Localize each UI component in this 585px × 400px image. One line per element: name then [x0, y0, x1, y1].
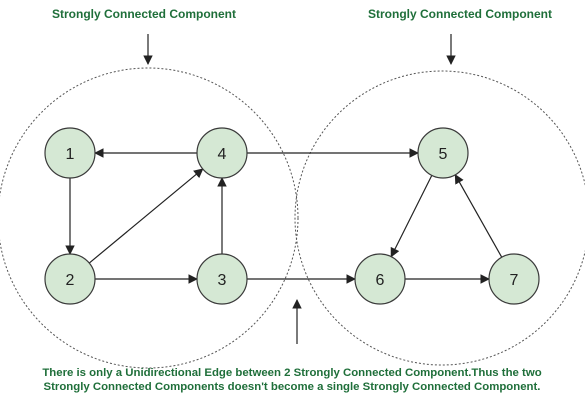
node-1: 1 [44, 127, 96, 179]
node-circle [196, 127, 248, 179]
node-7: 7 [488, 253, 540, 305]
node-circle [417, 127, 469, 179]
edge-2-to-4 [88, 168, 204, 264]
node-label: 2 [66, 272, 75, 289]
edge-layer [65, 148, 503, 284]
node-2: 2 [44, 253, 96, 305]
caption-line-1: There is only a Unidirectional Edge betw… [42, 367, 541, 379]
node-label: 1 [66, 146, 75, 163]
node-label: 5 [439, 146, 448, 163]
node-circle [44, 253, 96, 305]
component-left-boundary [0, 67, 299, 369]
node-label: 4 [218, 146, 227, 163]
node-circle [488, 253, 540, 305]
edge-5-to-6 [390, 175, 433, 258]
component-right-boundary [294, 70, 585, 366]
node-label: 7 [510, 272, 519, 289]
node-label: 3 [218, 272, 227, 289]
caption-line-2: Strongly Connected Components doesn't be… [44, 381, 541, 393]
node-5: 5 [417, 127, 469, 179]
node-3: 3 [196, 253, 248, 305]
node-layer: 1 2 3 4 5 6 7 [44, 127, 540, 305]
component-right-label: Strongly Connected Component [368, 7, 552, 21]
node-circle [44, 127, 96, 179]
edge-7-to-5 [454, 173, 503, 258]
component-left-label: Strongly Connected Component [52, 7, 236, 21]
node-6: 6 [354, 253, 406, 305]
node-circle [354, 253, 406, 305]
node-4: 4 [196, 127, 248, 179]
node-circle [196, 253, 248, 305]
node-label: 6 [376, 272, 385, 289]
